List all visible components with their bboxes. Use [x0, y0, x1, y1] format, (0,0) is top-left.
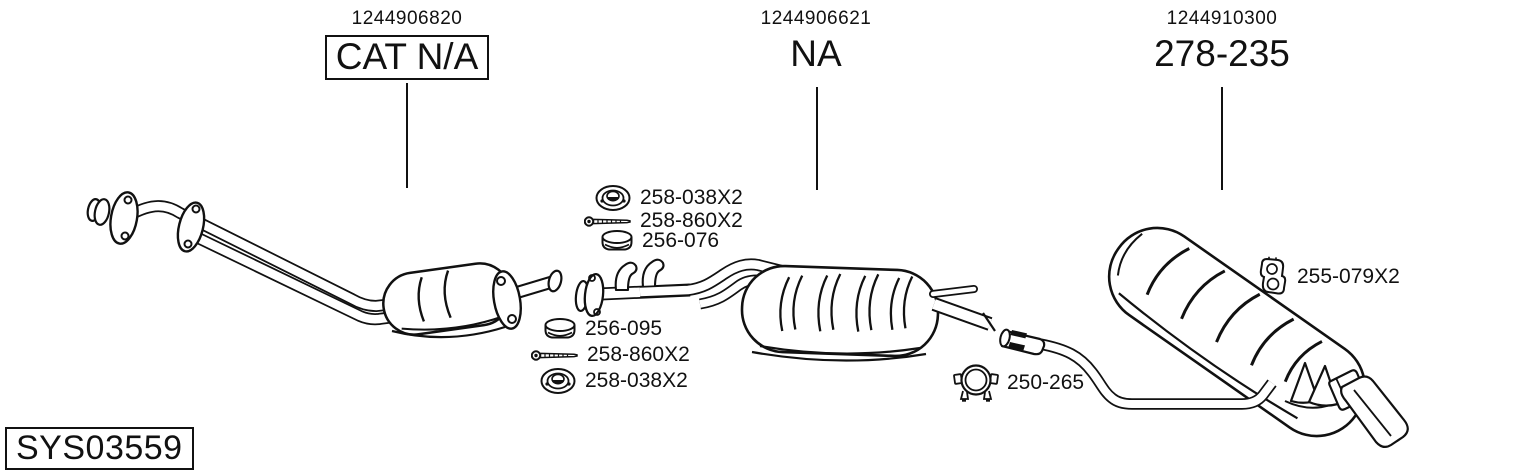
leader-lines — [406, 83, 1223, 190]
nut-icon — [539, 367, 577, 395]
assembly-part-number: 1244906820 — [351, 8, 463, 29]
callout-label: 256-095 — [585, 317, 663, 340]
callout-nut-lower: 258-038X2 — [539, 367, 688, 395]
catalytic-converter — [382, 262, 563, 339]
hanger-icon — [1257, 256, 1289, 298]
bolt-icon — [531, 349, 579, 362]
callout-label: 256-076 — [642, 229, 720, 252]
callout-label: 258-038X2 — [585, 369, 688, 392]
system-code-box: SYS03559 — [5, 427, 194, 470]
front-pipe — [86, 191, 395, 326]
callout-clamp: 250-265 — [953, 363, 1084, 403]
assembly-label: 278-235 — [1154, 33, 1290, 74]
assembly-header-center: 1244906621 NA — [716, 8, 916, 74]
center-muffler — [740, 264, 996, 362]
callout-label: 250-265 — [1007, 371, 1085, 394]
gasket-icon — [600, 229, 634, 253]
gasket-icon — [543, 317, 577, 341]
nut-icon — [594, 184, 632, 212]
assembly-header-rear: 1244910300 278-235 — [1122, 8, 1322, 74]
rear-muffler — [1107, 226, 1367, 438]
callout-bolt-upper: 258-860X2 — [584, 209, 743, 233]
rear-pipe — [999, 328, 1277, 410]
callout-gasket-lower: 256-095 — [543, 317, 662, 341]
callout-label: 258-860X2 — [640, 209, 743, 232]
system-code: SYS03559 — [16, 429, 183, 467]
callout-hanger: 255-079X2 — [1257, 256, 1400, 298]
assembly-label: NA — [790, 33, 842, 74]
tail-pipe — [1284, 361, 1409, 449]
assembly-part-number: 1244910300 — [1166, 8, 1278, 29]
callout-gasket-upper: 256-076 — [600, 229, 719, 253]
callout-label: 258-860X2 — [587, 343, 690, 366]
callout-label: 258-038X2 — [640, 186, 743, 209]
clamp-icon — [953, 363, 999, 403]
assembly-header-cat: 1244906820 CAT N/A — [300, 8, 514, 80]
callout-bolt-lower: 258-860X2 — [531, 343, 690, 367]
bolt-icon — [584, 215, 632, 228]
assembly-label-boxed: CAT N/A — [324, 35, 490, 80]
assembly-part-number: 1244906621 — [760, 8, 872, 29]
callout-label: 255-079X2 — [1297, 265, 1400, 288]
callout-nut-upper: 258-038X2 — [594, 184, 743, 212]
